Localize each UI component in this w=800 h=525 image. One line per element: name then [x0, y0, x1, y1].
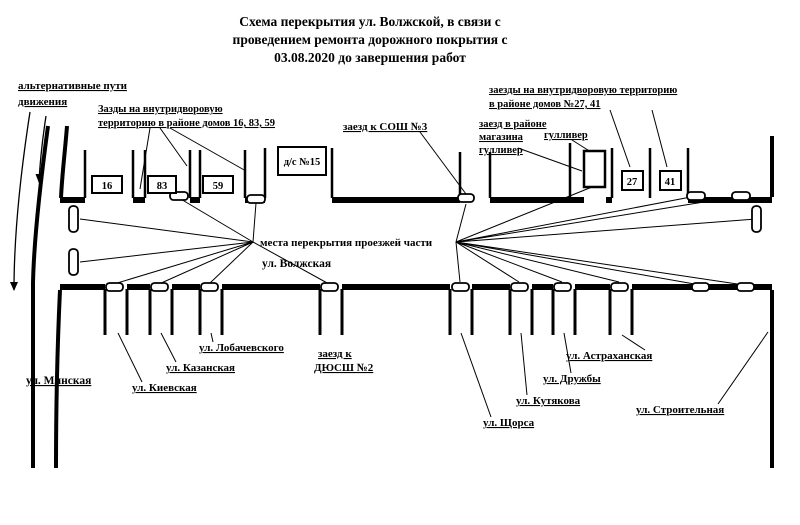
street-labels: ул. Минская ул. Киевская ул. Казанская у…	[26, 342, 724, 429]
street-label-minskaya: ул. Минская	[26, 375, 91, 387]
street-label-astrakhanskaya: ул. Астраханская	[566, 350, 652, 362]
leader-yards-right	[609, 109, 668, 168]
yards-right-label-line1: заезды на внутридворовую территорию	[489, 85, 677, 96]
closure-marker	[68, 248, 79, 276]
side-road-left-minskaya	[31, 125, 69, 469]
house-16-box	[91, 175, 123, 194]
leader-shchorsa	[460, 332, 492, 418]
street-label-kievskaya: ул. Киевская	[132, 382, 197, 394]
house-41-label: 41	[665, 177, 676, 188]
leader-astrakhanskaya	[621, 334, 646, 351]
gulliver-store-label: гулливер	[544, 130, 588, 141]
leader-druzhby	[563, 332, 572, 374]
house-59-box	[202, 175, 234, 194]
street-label-druzhby: ул. Дружбы	[543, 373, 601, 385]
house-59-label: 59	[213, 181, 224, 192]
street-label-lobachevskogo: ул. Лобачевского	[199, 342, 284, 354]
left-road-inner-edge-top	[59, 125, 69, 199]
kindergarten-15-label: д/с №15	[284, 157, 321, 168]
alt-paths-label-line2: движения	[18, 96, 67, 108]
street-label-dyussh-line1: заезд к	[318, 348, 352, 360]
side-street-stubs	[103, 289, 634, 335]
house-16-label: 16	[102, 181, 113, 192]
closure-marker	[200, 282, 219, 292]
title-line-3: 03.08.2020 до завершения работ	[274, 50, 466, 65]
closure-marker	[510, 282, 529, 292]
closure-marker	[553, 282, 572, 292]
closure-marker	[246, 194, 266, 204]
courtyard-entrance-walls	[83, 143, 690, 198]
kindergarten-15-box	[277, 146, 327, 176]
leader-kievskaya	[117, 332, 143, 383]
gulliver-store-box	[582, 149, 607, 189]
closure-marker	[451, 282, 470, 292]
closure-marker	[736, 282, 755, 292]
street-label-dyussh-line2: ДЮСШ №2	[314, 362, 374, 374]
annotation-labels: альтернативные пути движения Зазды на вн…	[18, 80, 677, 270]
closure-marker	[691, 282, 710, 292]
street-label-stroitelnaya: ул. Строительная	[636, 404, 724, 416]
closure-marker	[68, 205, 79, 233]
street-label-shchorsa: ул. Щорса	[483, 417, 535, 429]
closure-marker	[150, 282, 169, 292]
closure-marker	[610, 282, 629, 292]
closure-marker	[731, 191, 751, 201]
leader-lobachevskogo	[210, 332, 214, 343]
street-label-kazanskaya: ул. Казанская	[166, 362, 235, 374]
house-83-box	[147, 175, 177, 194]
closure-marker	[751, 205, 762, 233]
leader-stroitelnaya	[717, 331, 769, 405]
closure-points-label: места перекрытия проезжей части	[260, 237, 433, 249]
closure-pointer-lines	[79, 186, 757, 286]
alt-route-arrow-long	[10, 111, 31, 291]
title-line-1: Схема перекрытия ул. Волжской, в связи с	[239, 14, 501, 29]
house-27-box	[621, 170, 644, 191]
closure-marker	[457, 193, 475, 203]
house-41-box	[659, 170, 682, 191]
leader-school	[419, 131, 467, 195]
gulliver-entry-label-line2: магазина	[479, 132, 524, 143]
scheme-title: Схема перекрытия ул. Волжской, в связи с…	[233, 14, 508, 65]
closure-marker	[105, 282, 124, 292]
leader-gulliver-entry	[517, 147, 583, 172]
gulliver-entry-label-line3: гулливер	[479, 145, 523, 156]
leader-yards-left	[139, 127, 247, 190]
closure-lines-right-hub	[455, 186, 757, 286]
alt-route-arrow-short	[35, 115, 47, 183]
gulliver-entry-label-line1: заезд в районе	[479, 119, 547, 130]
yards-left-label-line2: территорию в районе домов 16, 83, 59	[98, 118, 275, 129]
closure-marker	[686, 191, 706, 201]
title-line-2: проведением ремонта дорожного покрытия с	[233, 32, 508, 47]
leader-kazanskaya	[160, 332, 177, 363]
buildings: 16 83 59 д/с №15 27 41	[91, 146, 682, 194]
leader-lines	[117, 109, 769, 418]
left-road-outer-edge	[31, 125, 50, 468]
volzhskaya-street-label: ул. Волжская	[262, 258, 331, 270]
yards-left-label-line1: Зазды на внутридворовую	[98, 104, 223, 115]
alt-paths-label-line1: альтернативные пути	[18, 80, 128, 92]
closure-lines-left-hub	[79, 197, 330, 285]
house-83-label: 83	[157, 181, 168, 192]
leader-kutyakova	[520, 332, 528, 396]
yards-right-label-line2: в районе домов №27, 41	[489, 99, 600, 110]
school-entry-label: заезд к СОШ №3	[343, 121, 428, 133]
street-label-kutyakova: ул. Кутякова	[516, 395, 581, 407]
house-27-label: 27	[627, 177, 638, 188]
alternative-route-arrows	[10, 111, 47, 291]
left-road-inner-edge-bottom	[54, 289, 62, 469]
closure-marker	[320, 282, 339, 292]
